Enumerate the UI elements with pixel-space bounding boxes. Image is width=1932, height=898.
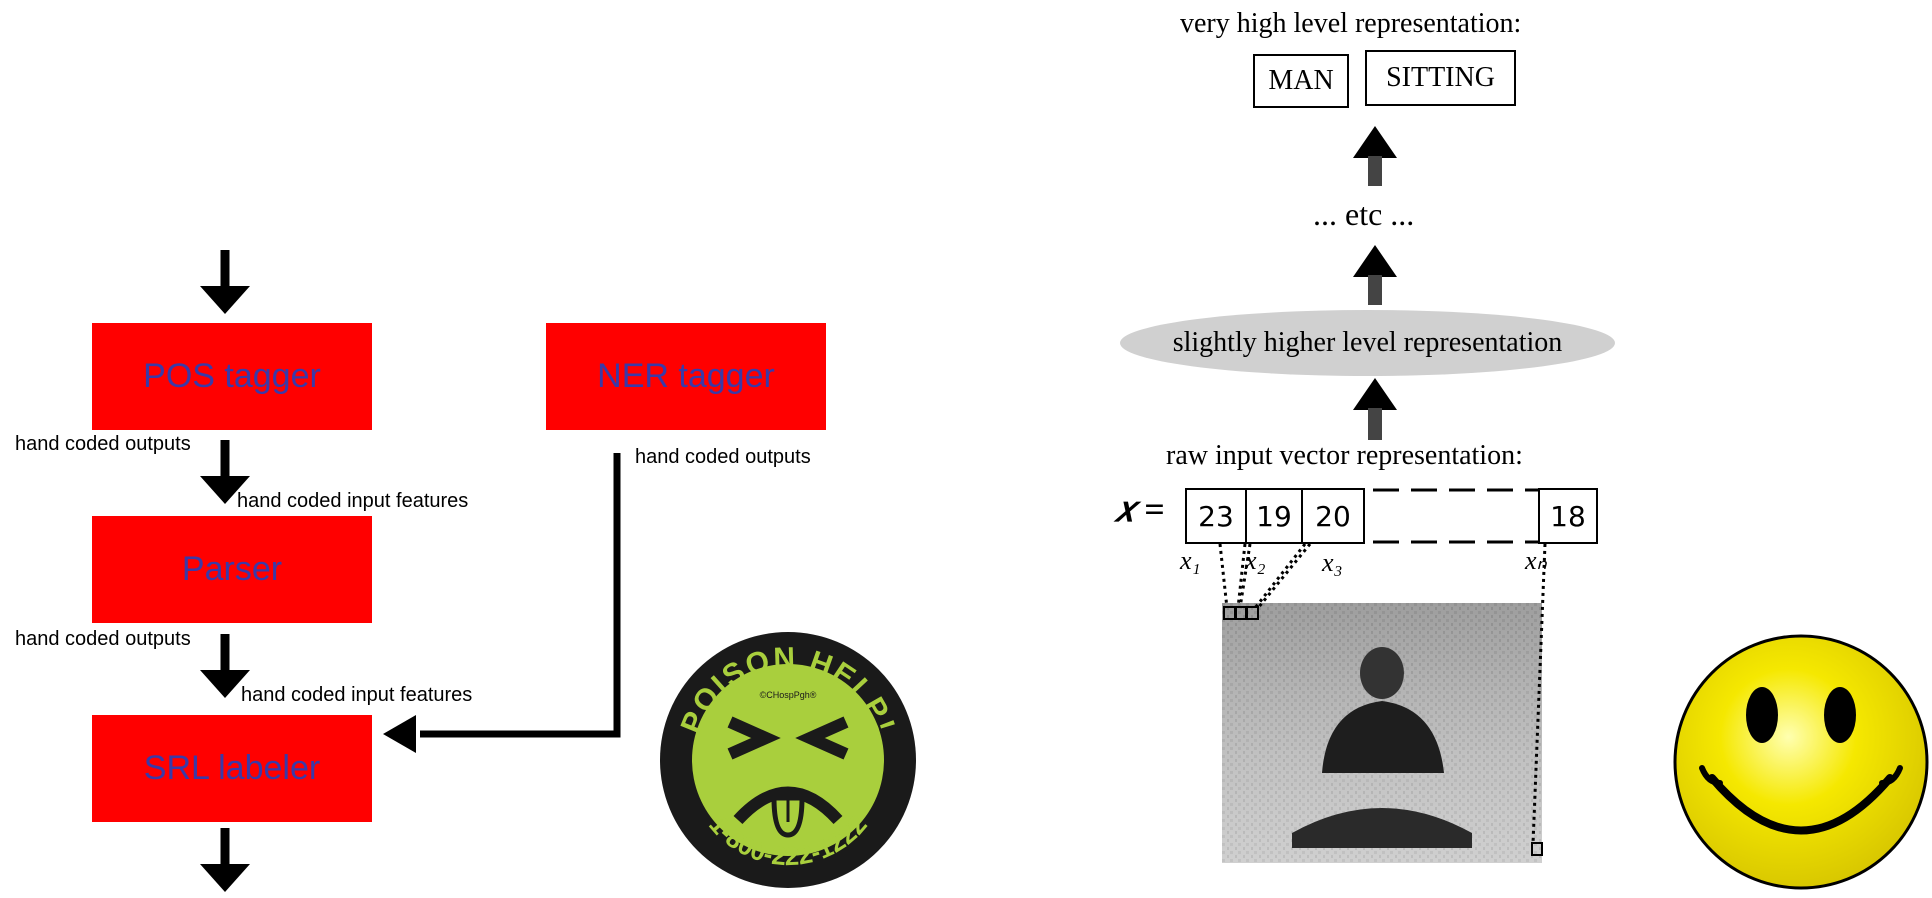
ner-to-srl-connector — [383, 453, 621, 753]
x-symbol: 𝑥 = — [1115, 489, 1165, 529]
mid-level-label: slightly higher level representation — [1172, 327, 1563, 358]
concept-man: MAN — [1253, 54, 1349, 108]
subscript-x1: x₁ — [1180, 546, 1201, 575]
photo-man-sitting — [1222, 603, 1542, 863]
poison-small-text: ©CHospPgh® — [760, 690, 817, 700]
arrow-pos-parser-icon — [200, 440, 250, 504]
mid-level-ellipse: slightly higher level representation — [1120, 310, 1615, 376]
arrow-up-mid-icon — [1353, 245, 1397, 305]
dotted-connectors — [1218, 543, 1547, 845]
parser-outputs-label: hand coded outputs — [15, 628, 191, 650]
ner-outputs-label: hand coded outputs — [635, 446, 811, 468]
arrow-bottom-icon — [200, 828, 250, 892]
vector-cell-3: 20 — [1301, 488, 1365, 544]
concept-sitting: SITTING — [1365, 50, 1516, 106]
poison-help-logo: POISON HELP! 1-800-222-1222 ©CHospPgh® — [660, 632, 916, 888]
srl-labeler-label: SRL labeler — [143, 749, 321, 787]
arrow-up-low-icon — [1353, 378, 1397, 440]
smiley-face-icon — [1673, 634, 1929, 890]
parser-label: Parser — [181, 550, 283, 588]
pos-tagger-box: POS tagger — [92, 323, 372, 430]
person-silhouette — [1222, 603, 1542, 863]
srl-labeler-box: SRL labeler — [92, 715, 372, 822]
vector-cell-n: 18 — [1538, 488, 1598, 544]
vector-dashes — [1373, 488, 1540, 544]
srl-input-features-label: hand coded input features — [241, 684, 473, 706]
parser-input-features-label: hand coded input features — [237, 490, 469, 512]
raw-input-label: raw input vector representation: — [1166, 440, 1523, 471]
pos-tagger-label: POS tagger — [143, 357, 321, 395]
vector-cell-1: 23 — [1185, 488, 1247, 544]
etc-label: ... etc ... — [1313, 196, 1415, 232]
ner-tagger-box: NER tagger — [546, 323, 826, 430]
subscript-xn: xₙ — [1525, 546, 1547, 575]
parser-box: Parser — [92, 516, 372, 623]
ner-tagger-label: NER tagger — [597, 357, 775, 395]
top-level-label: very high level representation: — [1180, 8, 1522, 39]
arrow-up-top-icon — [1353, 126, 1397, 186]
pos-outputs-label: hand coded outputs — [15, 433, 191, 455]
vector-cell-2: 19 — [1245, 488, 1303, 544]
subscript-x2: x₂ — [1245, 546, 1266, 575]
arrow-parser-srl-icon — [200, 634, 250, 698]
subscript-x3: x₃ — [1322, 548, 1343, 577]
arrow-top-icon — [200, 250, 250, 314]
